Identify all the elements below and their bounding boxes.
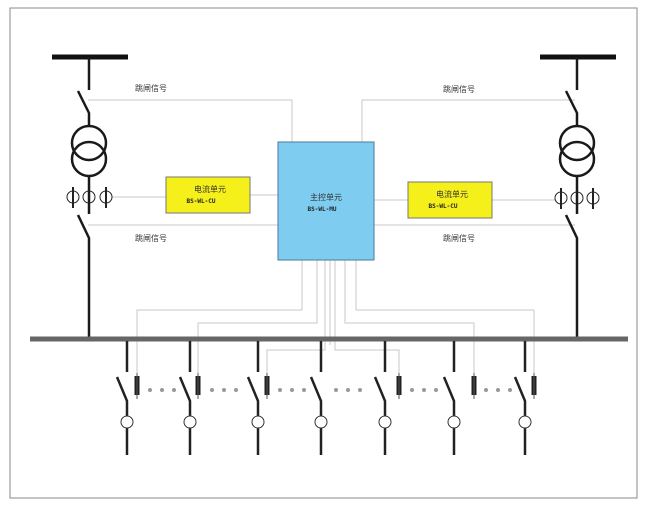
main-control-unit: 主控单元 BS-WL-MU: [277, 141, 375, 261]
feeder-breaker: [309, 376, 323, 455]
feeder-current-transformer: [120, 415, 134, 429]
trip-signal-label: 跳闸信号: [443, 84, 475, 94]
ellipsis-dot: [358, 388, 362, 392]
feeders: [115, 341, 537, 455]
right-incoming-line: [540, 54, 616, 338]
feeder-current-transformer: [314, 415, 328, 429]
right-current-unit-title: 电流单元: [436, 189, 468, 199]
ellipsis-dot: [410, 388, 414, 392]
left-current-transformers: [66, 187, 113, 208]
right-lower-breaker: [564, 214, 579, 338]
ellipsis-dot: [290, 388, 294, 392]
feeder-breaker: [115, 376, 129, 455]
ellipsis-dot: [434, 388, 438, 392]
left-transformer-winding-1: [70, 124, 108, 162]
feeder-breaker: [178, 376, 192, 455]
ellipsis-dot: [172, 388, 176, 392]
feeder-breaker: [513, 376, 527, 455]
ellipsis-dot: [484, 388, 488, 392]
ellipsis-dot: [508, 388, 512, 392]
trip-signal-label: 跳闸信号: [443, 233, 475, 243]
feeder-breaker: [246, 376, 260, 455]
right-current-transformers: [554, 188, 600, 209]
feeder-current-transformer: [183, 415, 197, 429]
left-incoming-line: [52, 54, 128, 338]
signal-wires: [88, 99, 575, 378]
trip-signal-label: 跳闸信号: [135, 83, 167, 93]
ellipsis-dot: [302, 388, 306, 392]
right-transformer-winding-1: [558, 124, 596, 162]
left-upper-breaker: [76, 90, 91, 125]
right-current-unit: 电流单元 BS-WL-CU: [407, 181, 493, 219]
left-current-unit-code: BS-WL-CU: [187, 198, 216, 205]
ellipsis-dot: [422, 388, 426, 392]
feeder-current-transformer: [447, 415, 461, 429]
left-lower-breaker: [76, 214, 91, 338]
feeder-current-transformer: [518, 415, 532, 429]
feeder-breaker: [373, 376, 387, 455]
ellipsis-dot: [346, 388, 350, 392]
left-current-unit: 电流单元 BS-WL-CU: [165, 176, 251, 214]
ellipsis-dot: [234, 388, 238, 392]
feeder-breaker: [442, 376, 456, 455]
trip-signal-label: 跳闸信号: [135, 233, 167, 243]
ellipsis-dot: [222, 388, 226, 392]
diagram-border: [9, 7, 638, 499]
main-unit-title: 主控单元: [310, 192, 342, 202]
ellipsis-dot: [160, 388, 164, 392]
ellipsis-dot: [278, 388, 282, 392]
ellipsis-dot: [496, 388, 500, 392]
ellipsis-dot: [334, 388, 338, 392]
feeder-current-transformer: [251, 415, 265, 429]
ellipsis-dot: [210, 388, 214, 392]
right-current-unit-code: BS-WL-CU: [429, 203, 458, 210]
ellipsis-dot: [148, 388, 152, 392]
left-current-unit-title: 电流单元: [194, 184, 226, 194]
main-unit-code: BS-WL-MU: [308, 206, 337, 213]
feeder-current-transformer: [378, 415, 392, 429]
right-upper-breaker: [564, 90, 579, 125]
